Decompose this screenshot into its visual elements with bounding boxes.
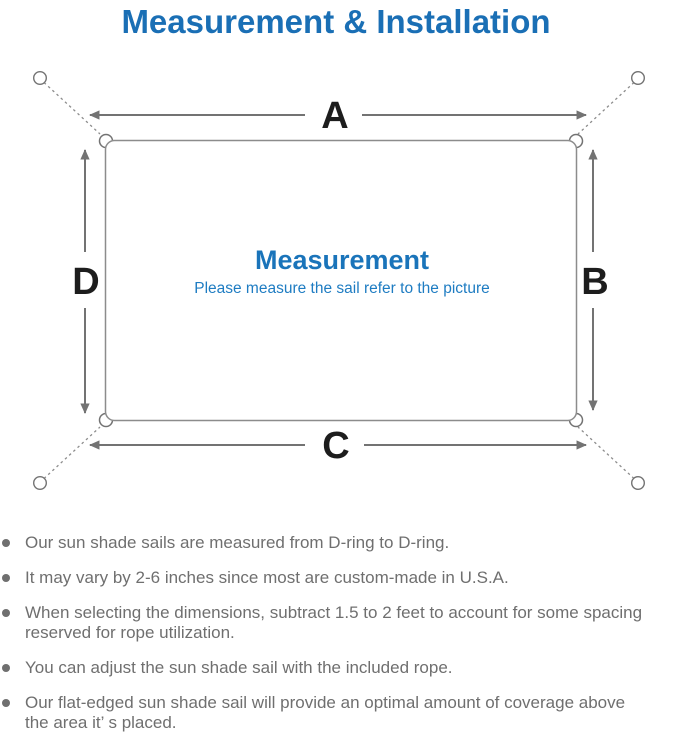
note-item: You can adjust the sun shade sail with t… [2, 658, 671, 678]
anchor-ring-icon-top-right [631, 70, 646, 85]
anchor-ring-icon-top-left [33, 70, 48, 85]
diagram-subtitle: Please measure the sail refer to the pic… [194, 280, 490, 297]
tension-rope-lines [43, 82, 635, 479]
bullet-dot-icon [2, 664, 10, 672]
bullet-dot-icon [2, 609, 10, 617]
rope-line-bottom-left [43, 426, 101, 479]
anchor-points [33, 70, 646, 491]
dimension-label-b: B [581, 261, 608, 303]
note-item: Our sun shade sails are measured from D-… [2, 533, 671, 553]
measurement-diagram: A B C D Measurement Please measure the s… [33, 70, 646, 491]
bullet-dot-icon [2, 574, 10, 582]
rope-line-top-left [43, 82, 101, 135]
note-text: When selecting the dimensions, subtract … [25, 603, 643, 642]
note-item: When selecting the dimensions, subtract … [2, 603, 671, 643]
note-text: You can adjust the sun shade sail with t… [25, 658, 453, 677]
note-text: Our flat-edged sun shade sail will provi… [25, 693, 626, 732]
dimension-label-a: A [321, 95, 348, 137]
dimension-label-d: D [72, 261, 99, 303]
note-text: Our sun shade sails are measured from D-… [25, 533, 450, 552]
page-title: Measurement & Installation [121, 3, 551, 40]
bullet-dot-icon [2, 699, 10, 707]
anchor-ring-icon-bottom-left [33, 476, 48, 491]
rope-line-bottom-right [577, 426, 635, 479]
sail-fill [105, 140, 577, 421]
sail-outline [104, 139, 578, 422]
note-item: It may vary by 2-6 inches since most are… [2, 568, 671, 588]
note-text: It may vary by 2-6 inches since most are… [25, 568, 509, 587]
notes-list: Our sun shade sails are measured from D-… [2, 533, 671, 739]
note-item: Our flat-edged sun shade sail will provi… [2, 693, 671, 733]
dimension-arrows [80, 110, 598, 450]
diagram-title: Measurement [255, 245, 429, 275]
dimension-label-c: C [322, 425, 349, 467]
anchor-ring-icon-bottom-right [631, 476, 646, 491]
bullet-dot-icon [2, 539, 10, 547]
rope-line-top-right [577, 82, 635, 135]
